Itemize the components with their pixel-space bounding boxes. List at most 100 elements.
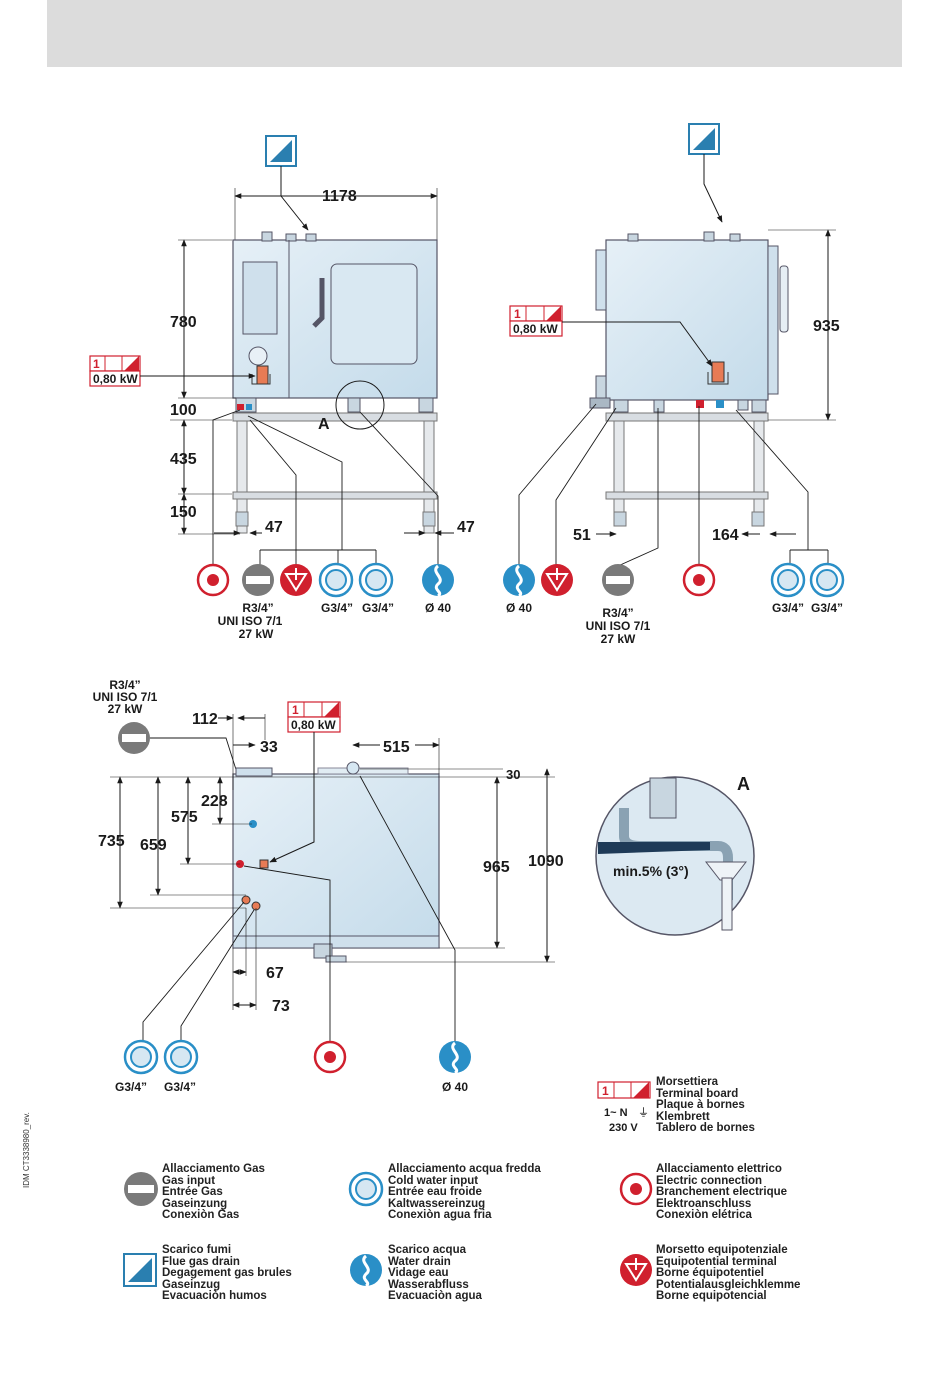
legend-electric-icon <box>619 1172 653 1206</box>
front-power-box: 1 0,80 kW <box>89 355 141 387</box>
front-detail-label: A <box>318 416 330 433</box>
document-code: IDM CT3338980_rev. <box>22 1112 31 1188</box>
front-stand-lower-dim: 150 <box>170 504 197 521</box>
svg-text:67: 67 <box>266 965 284 982</box>
svg-text:G3/4”: G3/4” <box>362 601 394 615</box>
svg-text:UNI ISO 7/1: UNI ISO 7/1 <box>586 619 651 633</box>
svg-text:G3/4”: G3/4” <box>164 1080 196 1094</box>
side-cold-water-icon-a <box>770 562 806 598</box>
svg-text:UNI ISO 7/1: UNI ISO 7/1 <box>93 690 158 704</box>
svg-text:G3/4”: G3/4” <box>115 1080 147 1094</box>
svg-text:112: 112 <box>192 711 218 728</box>
front-stand-upper-dim: 435 <box>170 451 197 468</box>
side-offset-left-dim: 51 <box>573 527 591 544</box>
svg-text:R3/4”: R3/4” <box>109 678 140 692</box>
svg-text:1: 1 <box>292 703 299 717</box>
svg-text:965: 965 <box>483 859 510 876</box>
front-offset-left-dim: 47 <box>265 519 283 536</box>
svg-text:1~ N: 1~ N <box>604 1107 628 1119</box>
front-control-panel <box>242 261 278 335</box>
legend-water-drain-icon <box>350 1254 382 1288</box>
header-band <box>47 0 902 67</box>
svg-text:R3/4”: R3/4” <box>602 606 633 620</box>
front-door-window <box>330 263 418 365</box>
detail-a-title: A <box>737 774 750 794</box>
svg-text:515: 515 <box>383 739 410 756</box>
svg-text:1: 1 <box>602 1084 609 1098</box>
side-flue-icon <box>688 123 720 155</box>
front-cold-water-icon-b <box>358 562 394 598</box>
svg-text:Ø 40: Ø 40 <box>425 601 451 615</box>
front-water-drain-icon <box>422 564 454 598</box>
svg-text:G3/4”: G3/4” <box>772 601 804 615</box>
terminal-board-key: 1 1~ N ⏚ 230 V <box>597 1081 651 1134</box>
svg-text:27 kW: 27 kW <box>239 627 274 641</box>
plan-water-drain-icon <box>439 1041 471 1075</box>
svg-text:27 kW: 27 kW <box>108 702 143 716</box>
side-offset-right-dim: 164 <box>712 527 739 544</box>
svg-text:1090: 1090 <box>528 853 564 870</box>
side-water-drain-icon <box>503 564 535 598</box>
front-electric-icon <box>196 563 230 597</box>
plan-cold-water-icon-b <box>163 1039 199 1075</box>
svg-text:659: 659 <box>140 837 167 854</box>
svg-text:R3/4”: R3/4” <box>242 601 273 615</box>
side-appliance-body <box>605 239 769 401</box>
front-width-dim: 1178 <box>322 188 357 205</box>
plan-gas-icon <box>118 722 150 754</box>
legend-flue-icon <box>123 1253 157 1287</box>
legend-equipotential-icon <box>620 1254 652 1286</box>
side-equipotential-icon <box>541 564 573 596</box>
plan-power-box: 1 0,80 kW <box>287 701 341 733</box>
front-cold-water-icon-a <box>318 562 354 598</box>
svg-text:735: 735 <box>98 833 125 850</box>
svg-text:Ø 40: Ø 40 <box>442 1080 468 1094</box>
front-height-dim: 780 <box>170 314 197 331</box>
svg-text:575: 575 <box>171 809 198 826</box>
svg-text:30: 30 <box>506 767 520 782</box>
terminal-board-text: Morsettiera Terminal board Plaque à born… <box>656 1076 755 1135</box>
svg-text:33: 33 <box>260 739 278 756</box>
side-terminal-marker <box>711 361 725 383</box>
svg-text:UNI ISO 7/1: UNI ISO 7/1 <box>218 614 283 628</box>
svg-text:73: 73 <box>272 998 290 1015</box>
svg-text:G3/4”: G3/4” <box>321 601 353 615</box>
front-view: 1178 A 780 100 <box>89 135 475 641</box>
plan-cold-water-icon-a <box>123 1039 159 1075</box>
front-foot-dim: 100 <box>170 402 197 419</box>
svg-text:27 kW: 27 kW <box>601 632 636 646</box>
legend-cold-water-icon <box>348 1171 384 1207</box>
side-gas-icon <box>602 564 634 596</box>
side-power-box: 1 0,80 kW <box>509 305 563 337</box>
front-offset-right-dim: 47 <box>457 519 475 536</box>
svg-text:230 V: 230 V <box>609 1122 638 1134</box>
side-electric-icon <box>682 563 716 597</box>
front-terminal-marker <box>256 365 269 385</box>
front-gas-icon <box>242 564 274 596</box>
flue-icon <box>265 135 297 167</box>
front-equipotential-icon <box>280 564 312 596</box>
legend-gas-icon <box>124 1172 158 1206</box>
plan-view: R3/4” UNI ISO 7/1 27 kW 112 33 515 <box>93 678 564 1094</box>
svg-text:1: 1 <box>93 357 100 371</box>
svg-text:0,80 kW: 0,80 kW <box>93 372 138 386</box>
svg-text:Ø 40: Ø 40 <box>506 601 532 615</box>
ground-symbol-icon: ⏚ <box>638 1106 649 1119</box>
svg-text:0,80 kW: 0,80 kW <box>291 718 336 732</box>
side-cold-water-icon-b <box>809 562 845 598</box>
svg-text:0,80 kW: 0,80 kW <box>513 322 558 336</box>
side-height-dim: 935 <box>813 318 840 335</box>
svg-text:228: 228 <box>201 793 228 810</box>
svg-text:G3/4”: G3/4” <box>811 601 843 615</box>
plan-electric-icon <box>313 1040 347 1074</box>
side-view: 935 51 164 1 0,80 kW <box>503 123 845 646</box>
detail-a-slope: min.5% (3°) <box>613 863 689 879</box>
detail-a: A min.5% (3°) <box>595 774 755 936</box>
